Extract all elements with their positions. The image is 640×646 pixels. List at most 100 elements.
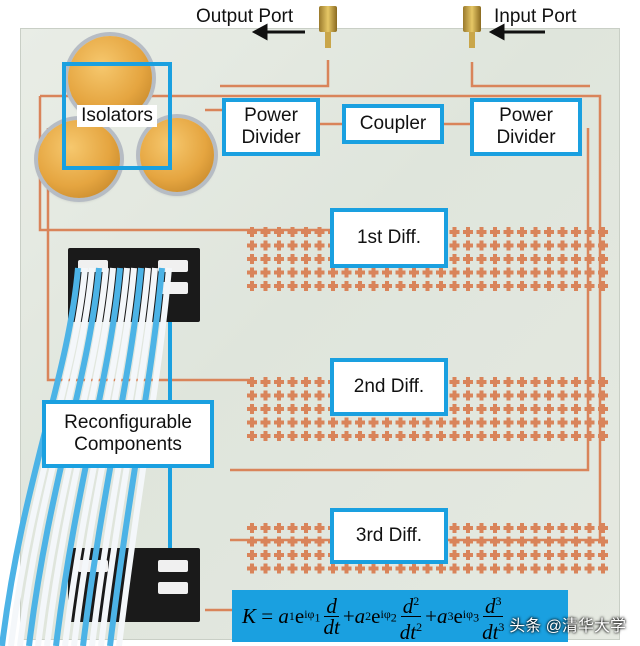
grid-cell (317, 431, 322, 441)
grid-cell (560, 390, 565, 401)
grid-cell (317, 240, 322, 251)
grid-cell (520, 536, 524, 547)
output-coax-pin (325, 32, 331, 48)
grid-cell (263, 563, 268, 574)
grid-cell (412, 563, 416, 574)
grid-cell (385, 563, 389, 574)
grid-cell (601, 390, 605, 401)
grid-cell (493, 563, 497, 574)
grid-cell (587, 417, 592, 428)
grid-cell (547, 281, 551, 291)
grid-cell (479, 254, 484, 264)
grid-cell (479, 404, 484, 414)
grid-cell (560, 550, 565, 560)
formula-plus1: + (342, 603, 355, 628)
grid-cell (493, 281, 497, 291)
grid-cell (547, 523, 551, 533)
grid-cell (533, 431, 538, 441)
grid-cell (250, 523, 254, 533)
grid-cell (479, 390, 484, 401)
grid-cell (371, 267, 376, 278)
grid-cell (601, 281, 605, 291)
grid-cell (371, 281, 376, 291)
grid-cell (601, 563, 605, 574)
grid-cell (466, 240, 470, 251)
formula-frac2-den: dt (399, 619, 417, 644)
grid-cell (344, 563, 349, 574)
reconfigurable-line1: Reconfigurable (64, 412, 192, 433)
grid-cell (452, 227, 457, 237)
formula-eq: = (261, 603, 274, 628)
grid-cell (560, 563, 565, 574)
grid-cell (452, 404, 457, 414)
grid-cell (304, 417, 308, 428)
grid-cell (601, 377, 605, 387)
isolator-right (140, 118, 214, 192)
formula-a3: a (436, 603, 448, 628)
grid-cell (587, 267, 592, 278)
grid-cell (317, 377, 322, 387)
grid-cell (317, 404, 322, 414)
grid-cell (452, 431, 457, 441)
grid-cell (466, 281, 470, 291)
grid-cell (479, 563, 484, 574)
grid-cell (331, 281, 335, 291)
first-diff-callout: 1st Diff. (330, 208, 448, 268)
grid-cell (601, 404, 605, 414)
grid-cell (493, 417, 497, 428)
grid-cell (290, 431, 295, 441)
grid-cell (412, 281, 416, 291)
grid-cell (533, 240, 538, 251)
grid-cell (533, 563, 538, 574)
grid-cell (277, 523, 281, 533)
grid-cell (263, 267, 268, 278)
grid-cell (466, 417, 470, 428)
grid-cell (277, 254, 281, 264)
grid-cell (385, 281, 389, 291)
coupler-callout: Coupler (342, 104, 444, 144)
grid-cell (398, 281, 403, 291)
grid-cell (587, 536, 592, 547)
grid-cell (547, 417, 551, 428)
power-divider-right-callout: Power Divider (470, 98, 582, 156)
grid-cell (493, 536, 497, 547)
input-port-label: Input Port (494, 6, 577, 27)
output-coax-connector (319, 6, 337, 32)
grid-cell (560, 240, 565, 251)
grid-cell (304, 523, 308, 533)
grid-cell (587, 390, 592, 401)
grid-cell (398, 417, 403, 428)
grid-cell (263, 431, 268, 441)
grid-cell (466, 267, 470, 278)
grid-cell (493, 523, 497, 533)
formula-a1-sub: 1 (288, 608, 295, 623)
grid-cell (412, 431, 416, 441)
grid-cell (317, 417, 322, 428)
grid-cell (587, 240, 592, 251)
grid-cell (479, 227, 484, 237)
grid-cell (304, 550, 308, 560)
grid-cell (358, 267, 362, 278)
grid-cell (439, 267, 443, 278)
grid-cell (317, 550, 322, 560)
grid-cell (371, 431, 376, 441)
grid-cell (560, 267, 565, 278)
grid-cell (479, 417, 484, 428)
grid-cell (304, 431, 308, 441)
grid-cell (574, 404, 578, 414)
output-port-label: Output Port (196, 6, 294, 27)
grid-cell (290, 240, 295, 251)
grid-cell (466, 536, 470, 547)
grid-cell (506, 377, 511, 387)
grid-cell (533, 254, 538, 264)
grid-cell (263, 227, 268, 237)
grid-cell (317, 254, 322, 264)
grid-cell (452, 563, 457, 574)
grid-cell (601, 550, 605, 560)
grid-cell (466, 523, 470, 533)
grid-cell (506, 254, 511, 264)
isolators-label: Isolators (77, 105, 157, 127)
formula-frac2-num-pow: 2 (413, 593, 420, 608)
